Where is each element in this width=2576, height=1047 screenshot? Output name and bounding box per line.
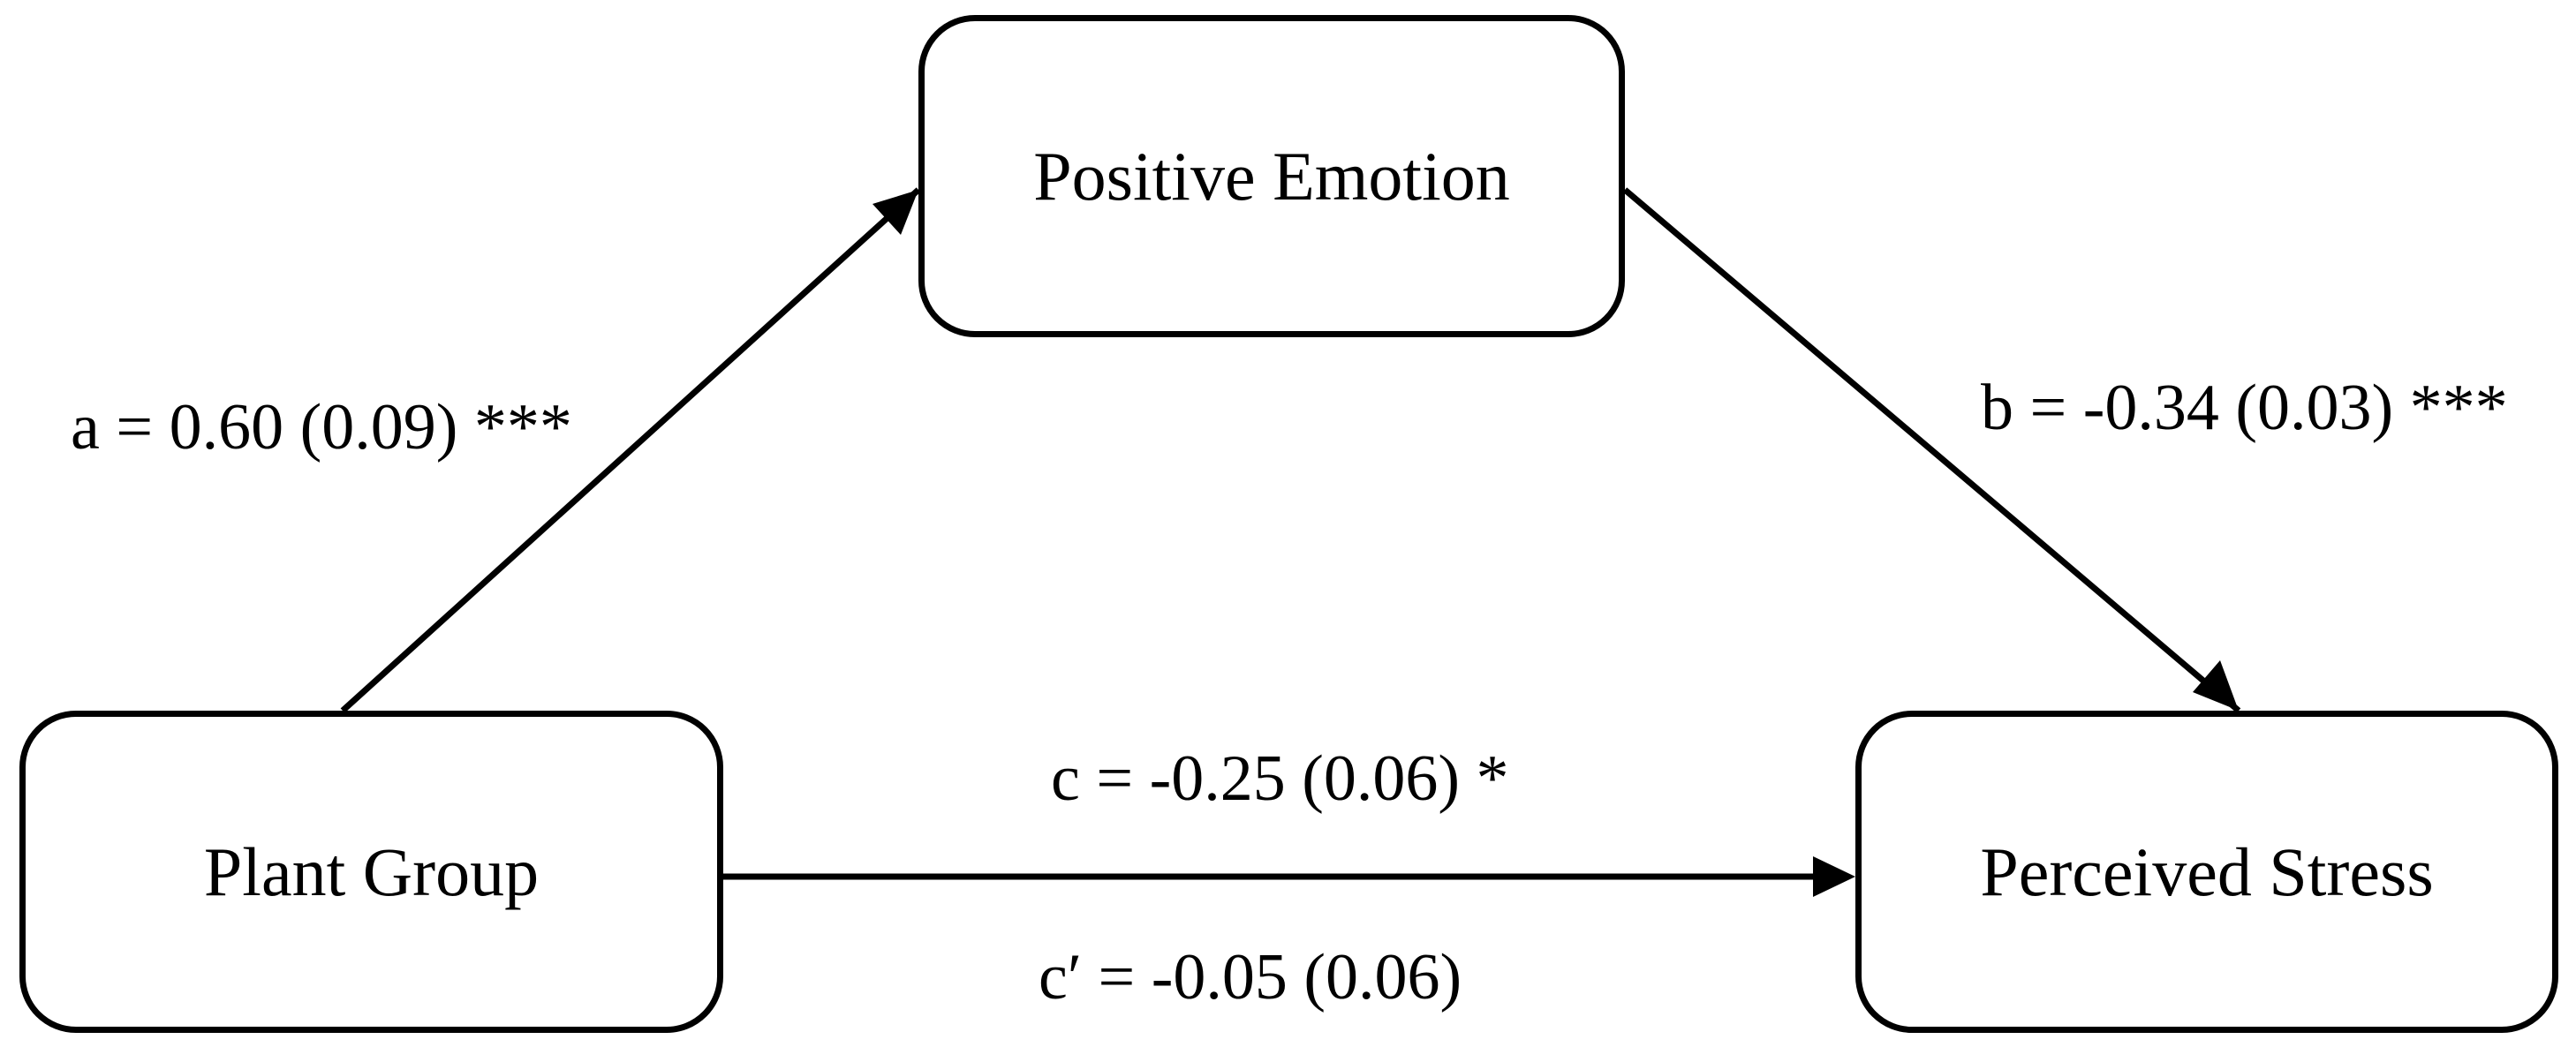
mediator-label: Positive Emotion xyxy=(1033,137,1510,215)
predictor-label: Plant Group xyxy=(203,832,540,910)
predictor-node: Plant Group xyxy=(19,711,723,1033)
arrowhead-b xyxy=(2193,660,2239,711)
path-c-prime-label: c′ = -0.05 (0.06) xyxy=(1039,941,1462,1013)
path-c-label: c = -0.25 (0.06) * xyxy=(1051,742,1509,815)
mediator-node: Positive Emotion xyxy=(918,15,1625,337)
outcome-label: Perceived Stress xyxy=(1980,832,2434,910)
path-a-label: a = 0.60 (0.09) *** xyxy=(71,391,572,463)
arrowhead-a xyxy=(873,190,918,235)
arrowhead-c xyxy=(1813,856,1855,897)
arrow-a xyxy=(340,187,921,713)
arrow-b xyxy=(1622,187,2241,713)
outcome-node: Perceived Stress xyxy=(1855,711,2558,1033)
path-b-label: b = -0.34 (0.03) *** xyxy=(1981,372,2508,444)
